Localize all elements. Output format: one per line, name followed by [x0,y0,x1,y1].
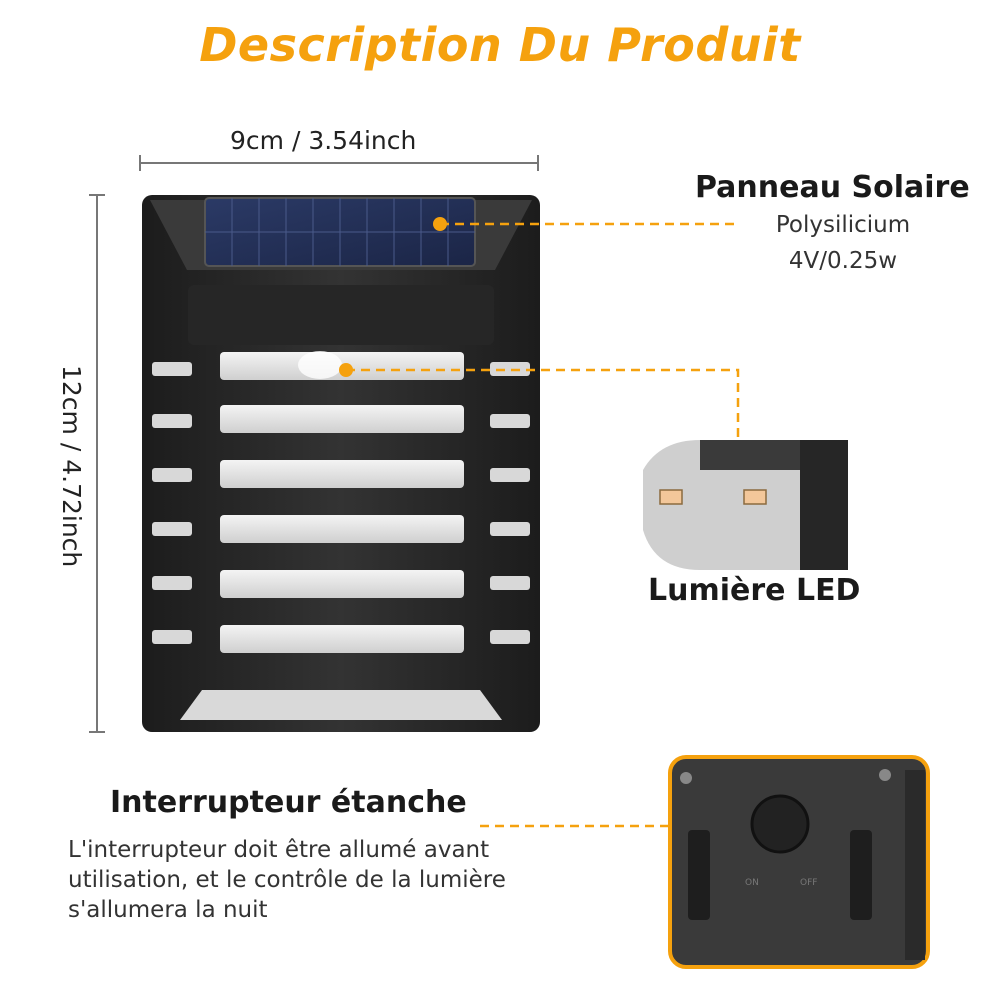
solar-panel-callout [433,217,740,231]
solar-panel-spec: 4V/0.25w [788,248,898,274]
switch-description-line: utilisation, et le contrôle de la lumièr… [68,867,506,893]
width-label: 9cm / 3.54inch [230,126,417,155]
switch-title: Interrupteur étanche [110,785,467,820]
switch-description-line: L'interrupteur doit être allumé avant [68,837,490,863]
led-closeup-image [643,440,848,570]
led-chip [659,489,683,505]
switch-description: L'interrupteur doit être allumé avant ut… [68,835,568,925]
led-chip [743,489,767,505]
led-callout [339,363,740,440]
switch-off-label: OFF [800,878,817,888]
switch-closeup-image: ON OFF [668,755,930,969]
lamp-grille [220,352,464,653]
switch-description-line: s'allumera la nuit [68,897,268,923]
page-title: Description Du Produit [199,18,801,72]
solar-panel-title: Panneau Solaire [695,170,970,205]
solar-lamp [142,195,540,732]
width-dimension-line [139,155,539,171]
switch-on-label: ON [745,878,759,888]
height-label: 12cm / 4.72inch [57,365,86,568]
power-switch [750,794,810,854]
led-title: Lumière LED [648,573,861,608]
solar-panel-material: Polysilicium [775,212,911,238]
height-dimension-line [89,194,105,733]
